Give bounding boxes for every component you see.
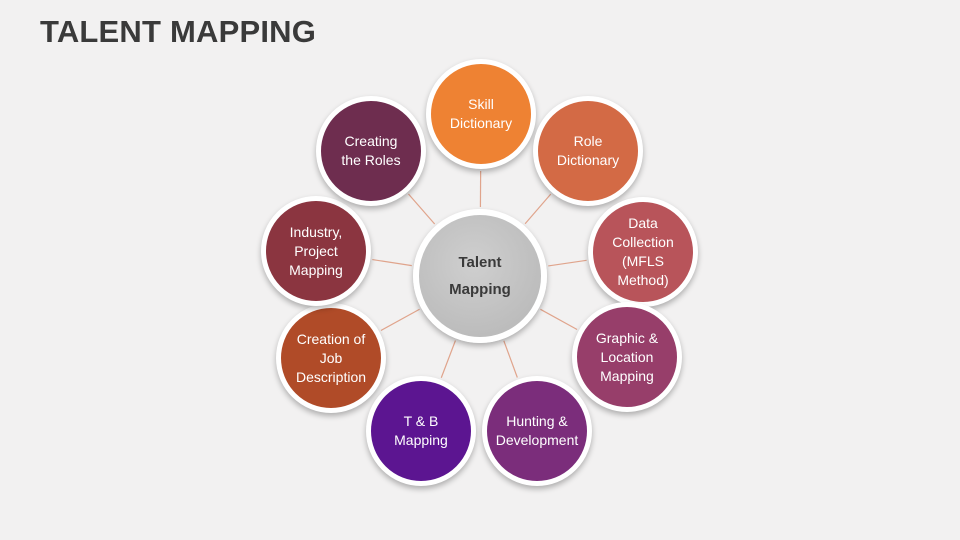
node-creating-the-roles: Creating the Roles [316,96,426,206]
node-role-dictionary: Role Dictionary [533,96,643,206]
connector-tb-mapping [440,340,457,378]
connector-creating-the-roles [408,193,436,225]
connector-graphic-location-mapping [540,308,578,331]
connector-role-dictionary [524,193,552,225]
connector-creation-of-job-description [380,308,420,332]
connector-hunting-development [503,340,518,378]
node-industry-project-mapping: Industry, Project Mapping [261,196,371,306]
node-tb-mapping: T & B Mapping [366,376,476,486]
center-node: Talent Mapping [413,209,547,343]
node-data-collection: Data Collection (MFLS Method) [588,197,698,307]
connector-industry-project-mapping [372,258,412,267]
node-creation-of-job-description: Creation of Job Description [276,303,386,413]
node-graphic-location-mapping: Graphic & Location Mapping [572,302,682,412]
node-hunting-development: Hunting & Development [482,376,592,486]
node-skill-dictionary: Skill Dictionary [426,59,536,169]
page-title: TALENT MAPPING [40,14,317,49]
connector-data-collection [548,259,587,267]
